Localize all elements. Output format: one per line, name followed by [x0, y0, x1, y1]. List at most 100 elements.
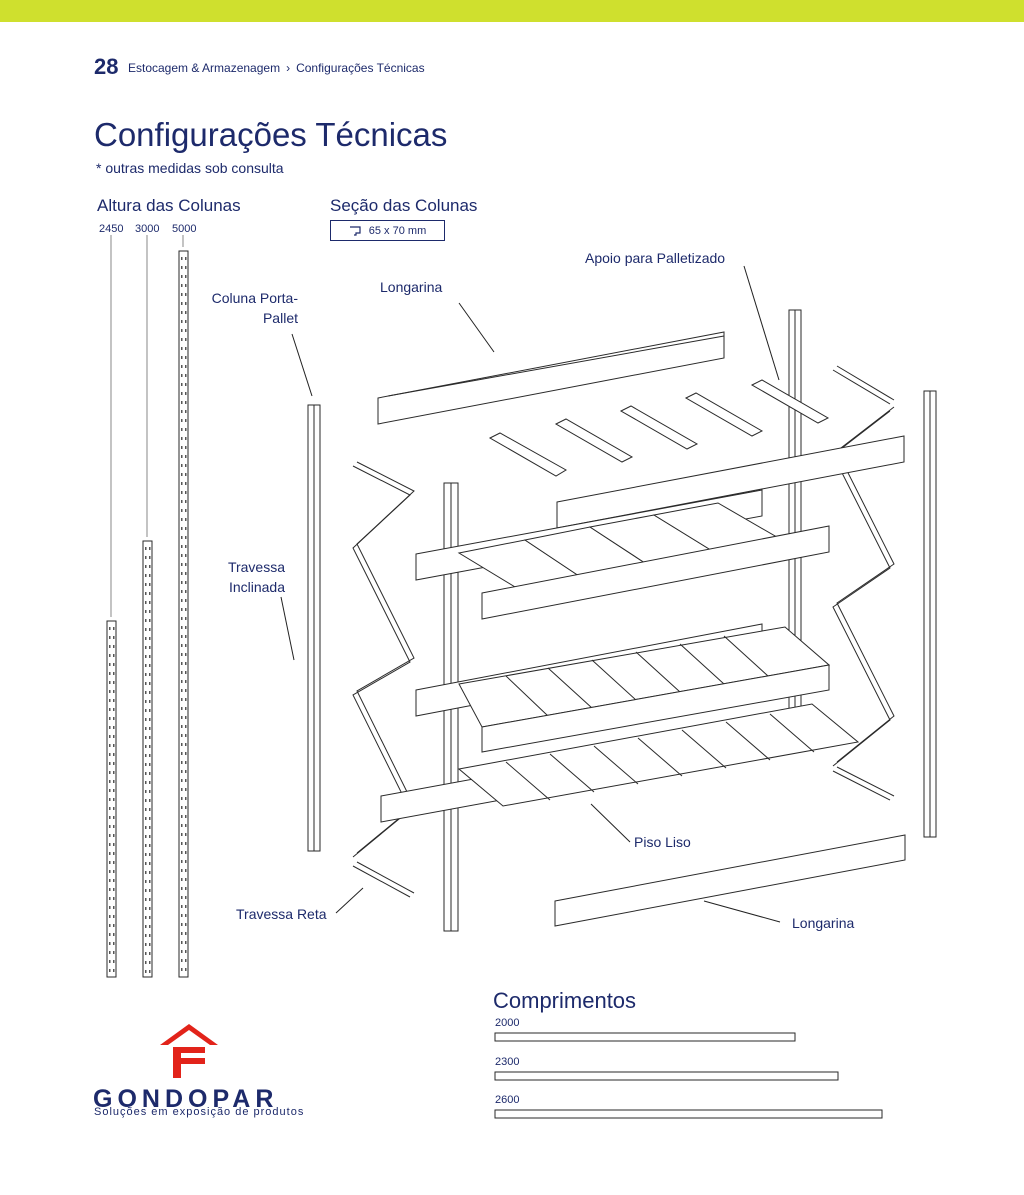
- column-hole: [149, 709, 151, 712]
- column-hole: [113, 771, 115, 774]
- column-hole: [185, 626, 187, 629]
- column-hole: [113, 906, 115, 909]
- column-hole: [145, 700, 147, 703]
- column-hole: [149, 763, 151, 766]
- column-hole: [145, 835, 147, 838]
- column-hole: [181, 455, 183, 458]
- longarina-top: [377, 331, 725, 425]
- column-section-box: 65 x 70 mm: [330, 220, 445, 241]
- column-hole: [145, 970, 147, 973]
- column-hole: [113, 735, 115, 738]
- column-hole: [109, 708, 111, 711]
- column-hole: [185, 518, 187, 521]
- column-hole: [149, 790, 151, 793]
- column-hole: [145, 709, 147, 712]
- column-hole: [113, 690, 115, 693]
- column-hole: [149, 700, 151, 703]
- column-hole: [109, 852, 111, 855]
- column-hole: [185, 887, 187, 890]
- column-hole: [185, 689, 187, 692]
- column-hole: [181, 374, 183, 377]
- column-hole: [145, 790, 147, 793]
- column-hole: [185, 491, 187, 494]
- length-value: 2000: [495, 1017, 520, 1029]
- column-hole: [185, 302, 187, 305]
- column-hole: [149, 781, 151, 784]
- column-hole: [145, 934, 147, 937]
- top-accent-bar: [0, 0, 1024, 22]
- column-hole: [145, 655, 147, 658]
- column-hole: [181, 653, 183, 656]
- column-hole: [185, 761, 187, 764]
- column-hole: [185, 428, 187, 431]
- column-hole: [149, 916, 151, 919]
- longarina-bottom: [554, 834, 906, 927]
- column-hole: [181, 419, 183, 422]
- column-hole: [113, 663, 115, 666]
- longarina-upper: [556, 435, 905, 529]
- lengths-heading: Comprimentos: [493, 988, 637, 1013]
- column-hole: [185, 401, 187, 404]
- column-hole: [109, 888, 111, 891]
- column-hole: [145, 736, 147, 739]
- column-hole: [149, 655, 151, 658]
- breadcrumb-separator: ›: [286, 61, 291, 75]
- column-hole: [145, 592, 147, 595]
- column-hole: [181, 680, 183, 683]
- column-hole: [185, 446, 187, 449]
- column-hole: [181, 563, 183, 566]
- breadcrumb-item[interactable]: Estocagem & Armazenagem: [128, 61, 281, 75]
- column-hole: [185, 842, 187, 845]
- column-hole: [181, 761, 183, 764]
- column-hole: [185, 419, 187, 422]
- column-hole: [113, 852, 115, 855]
- column-hole: [113, 726, 115, 729]
- column-hole: [149, 880, 151, 883]
- column-hole: [145, 745, 147, 748]
- column-hole: [181, 356, 183, 359]
- coluna-porta-pallet-left: [307, 404, 321, 852]
- column-hole: [181, 554, 183, 557]
- column-hole: [109, 762, 111, 765]
- column-hole: [185, 482, 187, 485]
- column-hole: [149, 727, 151, 730]
- column-hole: [145, 961, 147, 964]
- column-hole: [181, 536, 183, 539]
- column-hole: [149, 565, 151, 568]
- length-value: 2600: [495, 1094, 520, 1106]
- column-hole: [113, 888, 115, 891]
- column-hole: [181, 500, 183, 503]
- column-hole: [181, 833, 183, 836]
- column-hole: [185, 815, 187, 818]
- apoio-palletizado: [488, 379, 830, 477]
- column-hole: [181, 527, 183, 530]
- column-hole: [149, 637, 151, 640]
- column-hole: [185, 923, 187, 926]
- coluna-porta-pallet-right: [923, 390, 937, 838]
- column-hole: [113, 933, 115, 936]
- column-hole: [185, 680, 187, 683]
- breadcrumb-item[interactable]: Configurações Técnicas: [296, 61, 425, 75]
- column-hole: [149, 583, 151, 586]
- column-hole: [109, 861, 111, 864]
- column-height-value: 5000: [172, 223, 197, 235]
- column-hole: [145, 583, 147, 586]
- column-hole: [145, 844, 147, 847]
- column-hole: [181, 275, 183, 278]
- column-hole: [185, 824, 187, 827]
- column-hole: [145, 601, 147, 604]
- column-hole: [145, 718, 147, 721]
- column-hole: [185, 662, 187, 665]
- column-hole: [185, 500, 187, 503]
- column-hole: [181, 518, 183, 521]
- column-hole: [181, 446, 183, 449]
- column-hole: [149, 826, 151, 829]
- column-hole: [149, 772, 151, 775]
- column-hole: [181, 716, 183, 719]
- column-hole: [109, 843, 111, 846]
- column-hole: [181, 401, 183, 404]
- page-subtitle: * outras medidas sob consulta: [96, 160, 284, 176]
- column-hole: [181, 815, 183, 818]
- column-hole: [109, 735, 111, 738]
